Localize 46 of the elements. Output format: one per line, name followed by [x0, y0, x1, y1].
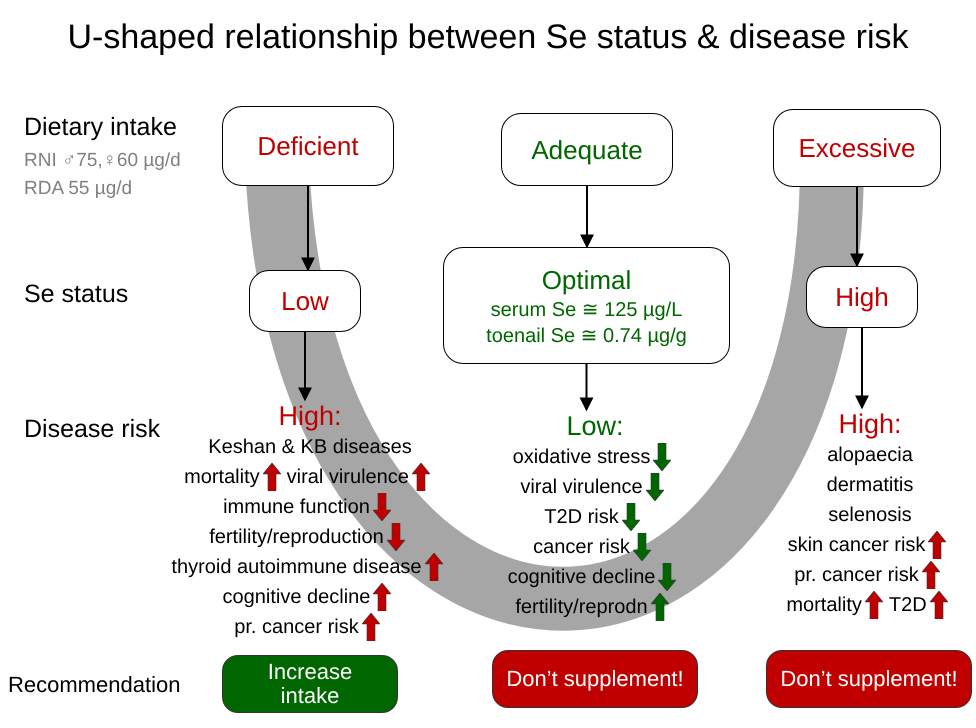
risk-item: cognitive decline	[222, 586, 370, 608]
row-label: Recommendation	[8, 672, 180, 698]
recommendation-box: Increase intake	[222, 655, 398, 713]
status-box: Adequate	[501, 113, 673, 186]
arrow	[580, 186, 594, 248]
risk-item: Keshan & KB diseases	[208, 436, 412, 458]
risk-item: T2D risk	[544, 506, 619, 528]
recommendation-box: Don’t supplement!	[766, 650, 972, 708]
risk-item: skin cancer risk	[788, 534, 926, 556]
risk-item: T2D	[888, 594, 927, 616]
risk-heading: High:	[838, 408, 902, 440]
arrow	[855, 328, 869, 410]
arrow	[580, 364, 594, 412]
arrow	[850, 187, 864, 268]
arrow	[298, 332, 312, 402]
risk-item: viral virulence	[520, 476, 643, 498]
recommendation-box: Don’t supplement!	[492, 650, 698, 708]
risk-item: fertility/reproduction	[209, 526, 384, 548]
status-box: Low	[249, 270, 361, 332]
risk-item: mortality	[184, 466, 260, 488]
risk-heading: Low:	[566, 410, 624, 442]
risk-item: cancer risk	[533, 536, 630, 558]
risk-item: mortality	[786, 594, 862, 616]
intake-note: RDA 55 µg/d	[24, 178, 132, 200]
risk-item: viral virulence	[286, 466, 409, 488]
status-box: High	[806, 266, 918, 328]
row-label: Dietary intake	[24, 113, 177, 142]
risk-item: immune function	[223, 496, 370, 518]
risk-item: fertility/reprodn	[515, 596, 648, 618]
risk-item: selenosis	[828, 504, 912, 526]
intake-note: RNI ♂75,♀60 µg/d	[24, 150, 181, 172]
status-box: Deficient	[222, 106, 394, 186]
risk-item: thyroid autoimmune disease	[171, 556, 422, 578]
risk-item: pr. cancer risk	[234, 616, 359, 638]
risk-item: dermatitis	[826, 474, 914, 496]
risk-item: pr. cancer risk	[794, 564, 919, 586]
row-label: Se status	[24, 280, 128, 309]
risk-item: oxidative stress	[512, 446, 650, 468]
risk-heading: High:	[278, 400, 342, 432]
risk-item: cognitive decline	[508, 566, 656, 588]
status-box: Excessive	[773, 109, 941, 187]
status-box: Optimal serum Se ≅ 125 µg/L toenail Se ≅ 0.74 µg/g	[443, 247, 730, 364]
arrow	[301, 186, 315, 272]
row-label: Disease risk	[24, 415, 160, 444]
title: U-shaped relationship between Se status & disease risk	[66, 18, 910, 57]
risk-item: alopaecia	[827, 444, 913, 466]
